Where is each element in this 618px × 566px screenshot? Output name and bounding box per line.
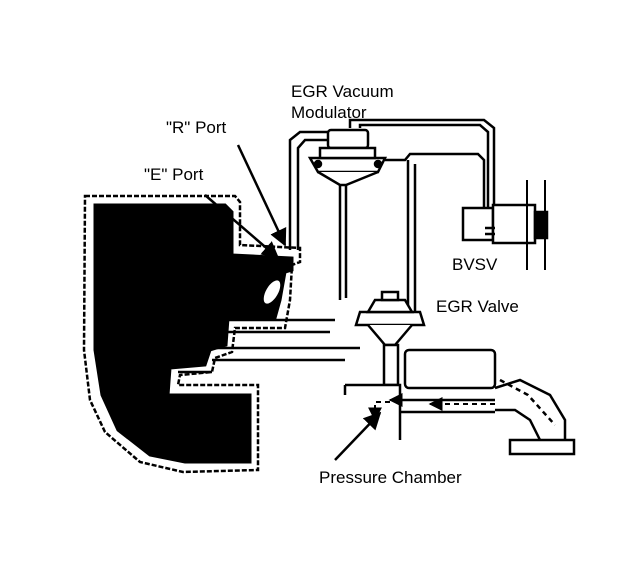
e-port-leader <box>204 194 280 260</box>
egr-valve <box>354 290 426 387</box>
r-port-leader <box>236 144 287 247</box>
pressure-chamber-leader <box>334 411 382 461</box>
exhaust-pipe <box>494 378 576 456</box>
intake-manifold <box>82 194 302 474</box>
pressure-chamber-housing <box>343 348 497 440</box>
leader-lines <box>204 144 382 461</box>
egr-vacuum-modulator <box>307 128 388 187</box>
egr-vacuum-modulator-label-line2: Modulator <box>291 103 367 122</box>
e-port-label: "E" Port <box>144 165 204 184</box>
bvsv-label: BVSV <box>452 255 498 274</box>
r-port-label: "R" Port <box>166 118 227 137</box>
egr-vacuum-modulator-label-line1: EGR Vacuum <box>291 82 394 101</box>
egr-passages <box>178 318 360 374</box>
bvsv-valve <box>461 203 549 245</box>
pressure-chamber-label: Pressure Chamber <box>319 468 462 487</box>
egr-valve-label: EGR Valve <box>436 297 519 316</box>
bvsv-mount <box>526 180 546 270</box>
